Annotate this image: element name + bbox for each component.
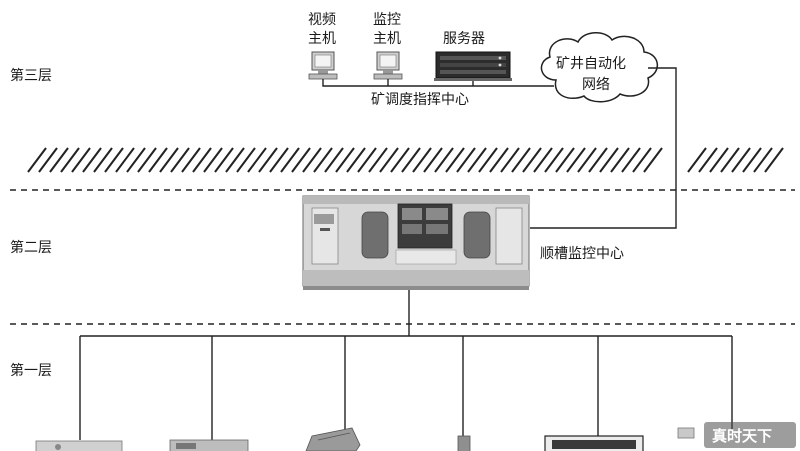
hatch-stroke [577, 147, 597, 173]
hatch-stroke [412, 147, 432, 173]
hatch-stroke [489, 147, 509, 173]
layer-label-first: 第一层 [10, 362, 52, 379]
hatch-stroke [555, 147, 575, 173]
hatch-stroke [368, 147, 388, 173]
watermark-text: 真时天下 [712, 427, 772, 445]
hatch-stroke [357, 147, 377, 173]
hatch-stroke [159, 147, 179, 173]
network-cloud-icon [540, 32, 658, 103]
hatch-stroke [456, 147, 476, 173]
field-device-4-image [457, 435, 471, 451]
hatch-stroke [236, 147, 256, 173]
monitor-host-label-1: 监控 [373, 12, 401, 28]
server-rack-icon [434, 51, 512, 81]
hatch-stroke [401, 147, 421, 173]
ground-hatch-left [27, 147, 663, 173]
hatch-stroke [291, 147, 311, 173]
hatch-stroke [643, 147, 663, 173]
hatch-stroke [225, 147, 245, 173]
hatch-stroke [445, 147, 465, 173]
hatch-stroke [181, 147, 201, 173]
hatch-stroke [27, 147, 47, 173]
hatch-stroke [720, 147, 740, 173]
hatch-stroke [203, 147, 223, 173]
hatch-stroke [533, 147, 553, 173]
hatch-stroke [214, 147, 234, 173]
hatch-stroke [467, 147, 487, 173]
hatch-stroke [632, 147, 652, 173]
hatch-stroke [126, 147, 146, 173]
field-device-3-image [305, 427, 361, 451]
hatch-stroke [346, 147, 366, 173]
monitor-host-label-2: 主机 [373, 31, 401, 47]
hatch-stroke [709, 147, 729, 173]
hatch-stroke [280, 147, 300, 173]
hatch-stroke [500, 147, 520, 173]
hatch-stroke [610, 147, 630, 173]
hatch-stroke [313, 147, 333, 173]
network-cloud-label-1: 矿井自动化 [556, 56, 626, 72]
hatch-stroke [335, 147, 355, 173]
video-host-label-2: 主机 [308, 31, 336, 47]
hatch-stroke [687, 147, 707, 173]
field-device-2-image [169, 439, 249, 451]
hatch-stroke [38, 147, 58, 173]
hatch-stroke [170, 147, 190, 173]
hatch-stroke [731, 147, 751, 173]
hatch-stroke [247, 147, 267, 173]
hatch-stroke [302, 147, 322, 173]
hatch-stroke [522, 147, 542, 173]
hatch-stroke [588, 147, 608, 173]
hatch-stroke [49, 147, 69, 173]
network-cloud-label-2: 网络 [582, 77, 610, 93]
hatch-stroke [324, 147, 344, 173]
hatch-stroke [599, 147, 619, 173]
layer-label-third: 第三层 [10, 67, 52, 84]
layer-label-second: 第二层 [10, 239, 52, 256]
hatch-stroke [104, 147, 124, 173]
hatch-stroke [742, 147, 762, 173]
server-label: 服务器 [443, 31, 485, 47]
ground-hatch-right [687, 147, 784, 173]
hatch-stroke [621, 147, 641, 173]
hatch-stroke [434, 147, 454, 173]
hatch-stroke [71, 147, 91, 173]
hatch-stroke [566, 147, 586, 173]
video-host-label-1: 视频 [308, 12, 336, 28]
field-device-5-image [544, 435, 644, 451]
monitor-host-computer-icon [373, 51, 403, 80]
field-device-1-image [35, 440, 123, 451]
hatch-stroke [148, 147, 168, 173]
video-host-computer-icon [308, 51, 338, 80]
hatch-stroke [698, 147, 718, 173]
hatch-stroke [753, 147, 773, 173]
hatch-stroke [544, 147, 564, 173]
network-to-trough-line [530, 67, 677, 229]
hatch-stroke [60, 147, 80, 173]
dispatch-center-label: 矿调度指挥中心 [371, 92, 469, 108]
trough-monitoring-cabin-image [302, 195, 530, 290]
hatch-stroke [511, 147, 531, 173]
hatch-stroke [192, 147, 212, 173]
trough-center-label: 顺槽监控中心 [540, 246, 624, 262]
hatch-stroke [258, 147, 278, 173]
hatch-stroke [269, 147, 289, 173]
hatch-stroke [93, 147, 113, 173]
hatch-stroke [423, 147, 443, 173]
hatch-stroke [390, 147, 410, 173]
hatch-stroke [82, 147, 102, 173]
field-device-6-image [677, 427, 695, 439]
hatch-stroke [379, 147, 399, 173]
field-bus-lines [79, 290, 733, 440]
dispatch-bus-line [322, 79, 554, 87]
hatch-stroke [764, 147, 784, 173]
hatch-stroke [137, 147, 157, 173]
hatch-stroke [478, 147, 498, 173]
hatch-stroke [115, 147, 135, 173]
watermark: 真时天下 [704, 422, 796, 448]
